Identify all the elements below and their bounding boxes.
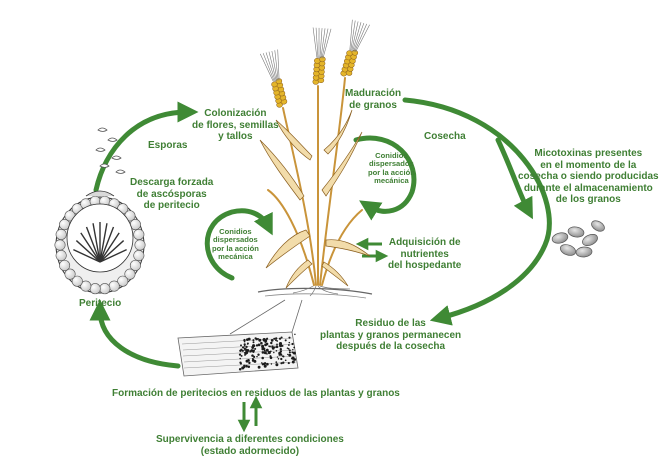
label-esporas: Esporas: [148, 140, 188, 151]
arrow-to-perithecium: [89, 299, 181, 369]
label-descarga: Descarga forzada de ascósporas de perite…: [130, 177, 214, 211]
arrow-harvest: [402, 97, 552, 326]
label-colonizacion: Colonización de flores, semillas y tallo…: [192, 108, 279, 142]
survival-arrows: [237, 395, 263, 433]
label-residuo: Residuo de las plantas y granos permanec…: [320, 318, 462, 352]
label-micotoxinas: Micotoxinas presentes en el momento de l…: [518, 148, 659, 205]
spores-group: [95, 127, 126, 174]
label-conidios-left: Conidios dispersados por la acción mecán…: [212, 227, 259, 262]
label-formacion: Formación de peritecios en residuos de l…: [112, 388, 400, 399]
plant-residue-icon: [177, 299, 303, 377]
wheat-plant-icon: [257, 19, 373, 299]
label-supervivencia: Supervivencia a diferentes condiciones (…: [156, 434, 344, 457]
perithecium-icon: [54, 190, 146, 295]
arrow-conidia-right: [353, 135, 417, 221]
arrow-to-colonization: [93, 101, 199, 193]
nutrient-arrows: [355, 237, 389, 263]
label-cosecha: Cosecha: [424, 131, 466, 142]
arrow-conidia-left: [204, 208, 273, 281]
arrow-to-mycotoxins: [495, 137, 533, 220]
label-maduracion: Maduración de granos: [345, 88, 402, 111]
cycle-arrows: [89, 97, 552, 369]
label-adquisicion: Adquisición de nutrientes del hospedante: [388, 237, 462, 271]
label-peritecio: Peritecio: [79, 298, 122, 309]
label-conidios-right: Conidios dispersados por la acción mecán…: [368, 151, 415, 186]
grain-kernels-icon: [551, 220, 605, 258]
